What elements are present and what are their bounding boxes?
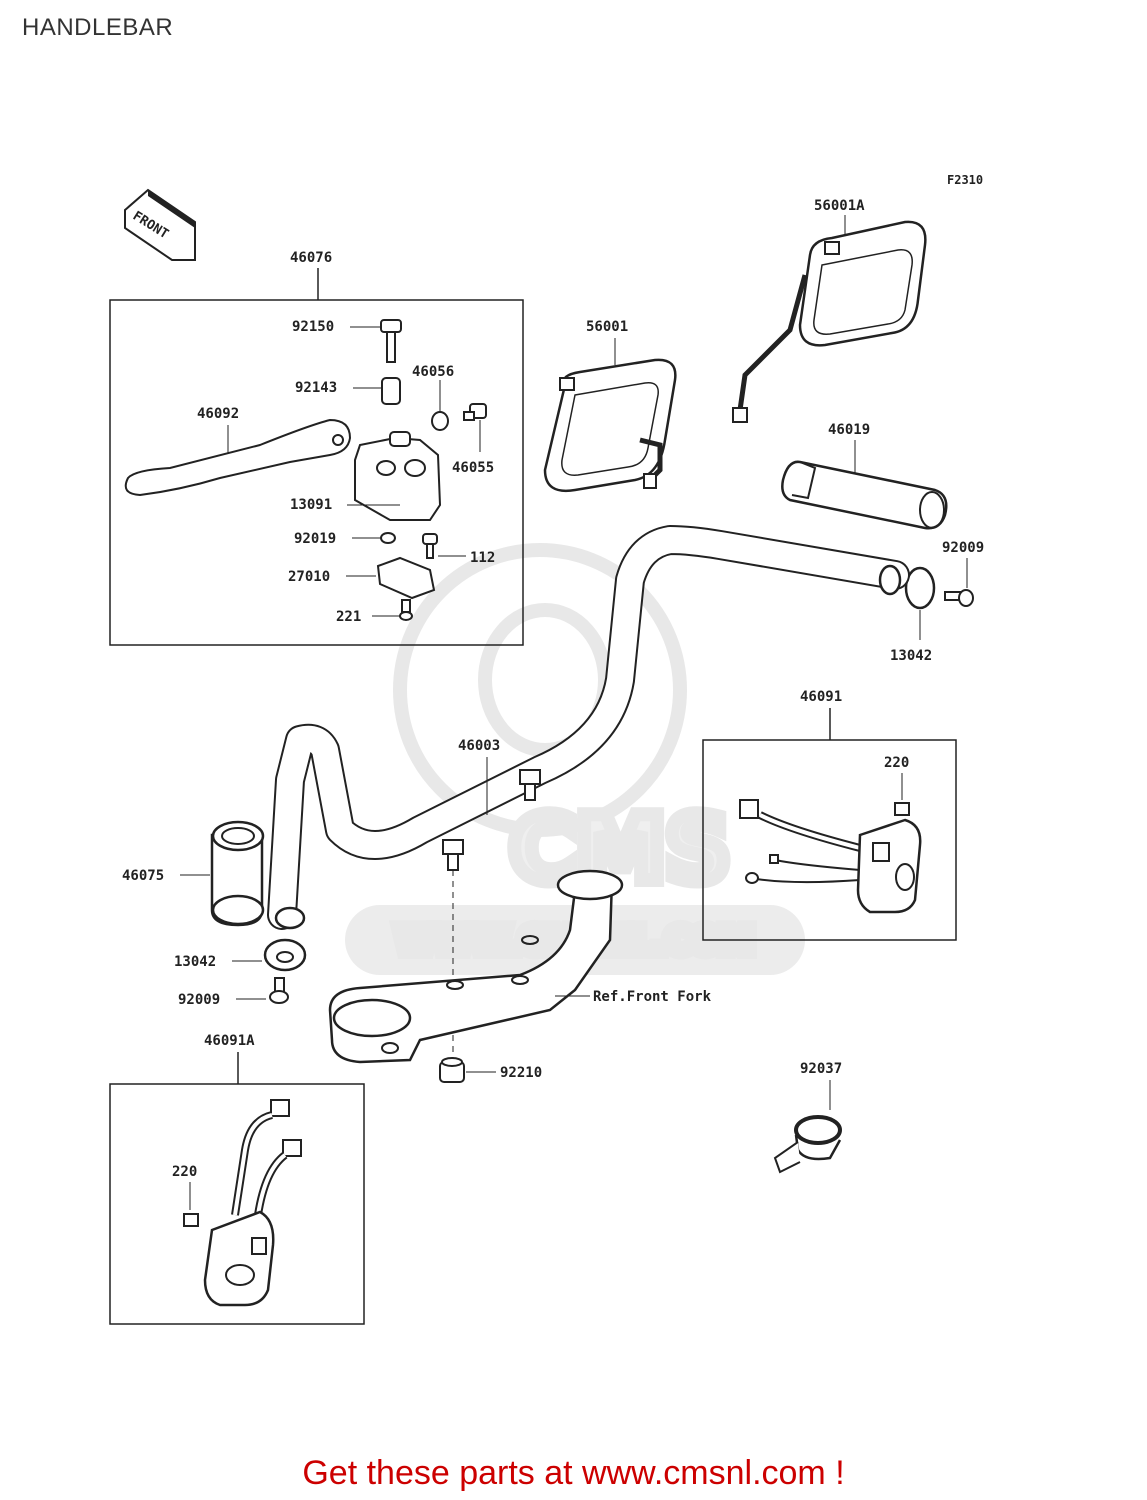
callout-46075: 46075 <box>122 868 164 884</box>
callout-13042-right: 13042 <box>890 648 932 664</box>
callout-56001A: 56001A <box>814 198 865 214</box>
callout-46092: 46092 <box>197 406 239 422</box>
callout-46076: 46076 <box>290 250 332 266</box>
callout-92143: 92143 <box>295 380 337 396</box>
clamp-92037: 92037 <box>773 1061 842 1174</box>
mirror-56001: 56001 <box>543 319 677 493</box>
callout-92009-left: 92009 <box>178 992 220 1008</box>
footer-link[interactable]: Get these parts at www.cmsnl.com ! <box>302 1454 845 1492</box>
callout-92150: 92150 <box>292 319 334 335</box>
callout-92210: 92210 <box>500 1065 542 1081</box>
callout-46091: 46091 <box>800 689 842 705</box>
box-46076: 46076 92150 92143 46056 46055 46092 <box>109 250 524 646</box>
mirror-56001A: 56001A <box>732 198 927 423</box>
clutch-holder-13091 <box>354 436 442 521</box>
callout-13091: 13091 <box>290 497 332 513</box>
callout-220-right: 220 <box>884 755 909 771</box>
figure-code: F2310 <box>947 173 983 187</box>
switch-27010 <box>376 556 436 600</box>
screw-220-right <box>894 802 910 816</box>
callout-112: 112 <box>470 550 495 566</box>
screw-112 <box>422 533 438 559</box>
box-46091: 46091 220 <box>702 689 957 941</box>
callout-46056: 46056 <box>412 364 454 380</box>
collar-92143 <box>381 377 401 405</box>
callout-221: 221 <box>336 609 361 625</box>
callout-46055: 46055 <box>452 460 494 476</box>
callout-46019: 46019 <box>828 422 870 438</box>
callout-46091A: 46091A <box>204 1033 255 1049</box>
screw-220-left <box>183 1213 199 1227</box>
fork-bracket <box>328 869 624 1064</box>
bolt-92009-left <box>269 977 289 1004</box>
front-arrow-icon: FRONT <box>124 188 196 261</box>
page-title: HANDLEBAR <box>22 14 174 41</box>
lever-46092 <box>124 418 352 497</box>
bolt-92009-right <box>944 589 974 607</box>
ref-front-fork-label: Ref.Front Fork <box>593 989 712 1005</box>
switch-housing-left <box>203 1210 275 1307</box>
handlebar-parts-diagram: WWW.CMSNL.COM CMS F2310 FRONT 46076 9215… <box>109 173 984 1325</box>
nut-92210 <box>439 1057 465 1083</box>
grip-46075 <box>210 820 265 927</box>
screw-221 <box>399 599 413 621</box>
grip-46019: 46019 <box>781 422 948 530</box>
callout-92019: 92019 <box>294 531 336 547</box>
callout-13042-left: 13042 <box>174 954 216 970</box>
fitting-46055 <box>463 403 487 421</box>
callout-56001: 56001 <box>586 319 628 335</box>
bolt-92150 <box>380 319 402 363</box>
weight-13042-left <box>263 938 307 972</box>
callout-27010: 27010 <box>288 569 330 585</box>
callout-92009-right: 92009 <box>942 540 984 556</box>
callout-92037: 92037 <box>800 1061 842 1077</box>
washer-46056 <box>431 411 449 431</box>
weight-13042-right <box>904 566 936 610</box>
callout-220-left: 220 <box>172 1164 197 1180</box>
nut-92019 <box>380 532 396 544</box>
cms-watermark: WWW.CMSNL.COM CMS <box>345 543 805 975</box>
callout-46003: 46003 <box>458 738 500 754</box>
box-46091A: 46091A 220 <box>109 1033 365 1325</box>
